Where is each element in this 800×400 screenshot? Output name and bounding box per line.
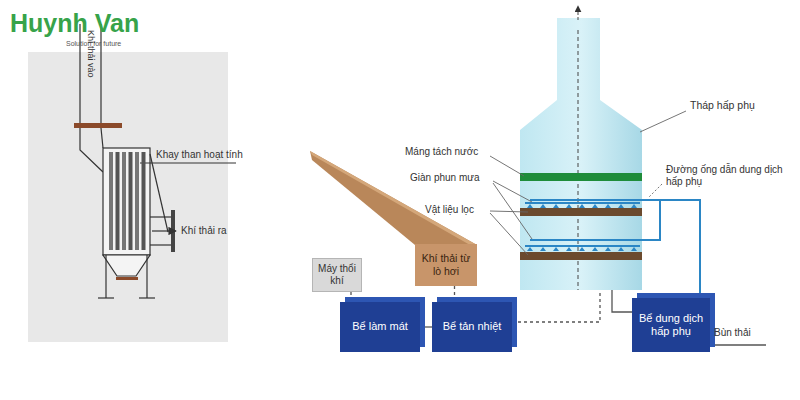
spray-pipe bbox=[525, 202, 640, 204]
tank-box: Bể dung dịch hấp phụ bbox=[632, 298, 710, 352]
spray-nozzle bbox=[631, 247, 637, 251]
tank-box: Bể làm mát bbox=[340, 302, 420, 352]
part-label: Đường ống dẫn dung dịch hấp phụ bbox=[666, 164, 794, 188]
logo-text: Huynh Van bbox=[10, 8, 139, 38]
spray-nozzle bbox=[566, 247, 572, 251]
spray-nozzle bbox=[527, 204, 533, 208]
boiler-duct-top bbox=[310, 151, 477, 245]
spray-nozzle bbox=[553, 247, 559, 251]
filter-layer bbox=[520, 208, 642, 216]
carbon-column bbox=[116, 152, 120, 250]
filter-unit bbox=[80, 24, 236, 298]
outlet-arrow bbox=[152, 230, 176, 231]
drain-flange bbox=[116, 277, 138, 280]
exhaust-arrow bbox=[578, 6, 579, 20]
part-label: Bùn thải bbox=[714, 327, 751, 339]
part-label: Khí thải vào bbox=[85, 30, 96, 78]
box-label: Khí thải từ lò hơi bbox=[419, 252, 473, 277]
spray-nozzle bbox=[540, 204, 546, 208]
spray-nozzle bbox=[553, 204, 559, 208]
part-label: Tháp hấp phụ bbox=[690, 99, 755, 112]
spray-nozzle bbox=[605, 247, 611, 251]
tank-box: Khí thải từ lò hơi bbox=[415, 244, 477, 286]
panel-ground bbox=[28, 52, 228, 342]
spray-nozzle bbox=[527, 247, 533, 251]
spray-nozzle bbox=[592, 204, 598, 208]
box-label: Bể tản nhiệt bbox=[443, 320, 502, 333]
spray-nozzle bbox=[579, 247, 585, 251]
part-label: Máng tách nước bbox=[405, 146, 478, 158]
part-label: Khí thải ra bbox=[181, 225, 227, 237]
spray-nozzle bbox=[618, 247, 624, 251]
part-label: Vật liệu lọc bbox=[425, 204, 474, 216]
inlet-flange bbox=[74, 123, 122, 128]
part-label: Giàn phun mưa bbox=[410, 172, 480, 184]
carbon-column bbox=[142, 152, 146, 250]
tank-box: Máy thổi khí bbox=[312, 258, 362, 292]
spray-nozzle bbox=[579, 204, 585, 208]
spray-nozzle bbox=[631, 204, 637, 208]
boiler-duct bbox=[310, 151, 477, 245]
part-label: Khay than hoạt tính bbox=[156, 149, 243, 161]
spray-nozzle bbox=[592, 247, 598, 251]
tank-box: Bể tản nhiệt bbox=[432, 302, 512, 352]
filter-layer bbox=[520, 252, 642, 260]
carbon-column bbox=[129, 152, 133, 250]
process-line bbox=[420, 326, 432, 327]
spray-grids bbox=[525, 203, 640, 251]
process-line bbox=[454, 286, 455, 302]
process-line bbox=[350, 292, 351, 302]
spray-nozzle bbox=[605, 204, 611, 208]
spray-nozzle bbox=[540, 247, 546, 251]
spray-nozzle bbox=[566, 204, 572, 208]
water-separator-tray bbox=[520, 173, 642, 181]
absorbent-pipe bbox=[530, 200, 700, 298]
spray-nozzle bbox=[618, 204, 624, 208]
box-label: Bể dung dịch hấp phụ bbox=[636, 312, 706, 338]
tower-axis bbox=[578, 30, 579, 290]
carbon-column bbox=[135, 152, 139, 250]
box-label: Máy thổi khí bbox=[317, 263, 357, 287]
gas-line bbox=[512, 290, 600, 322]
carbon-column bbox=[109, 152, 113, 250]
box-label: Bể làm mát bbox=[352, 320, 408, 333]
spray-pipe bbox=[525, 245, 640, 247]
carbon-trays bbox=[109, 152, 146, 250]
absorption-tower bbox=[520, 18, 642, 290]
sludge-line bbox=[710, 344, 766, 345]
carbon-column bbox=[122, 152, 126, 250]
leader-lines bbox=[490, 111, 686, 255]
drain-line bbox=[612, 290, 632, 312]
